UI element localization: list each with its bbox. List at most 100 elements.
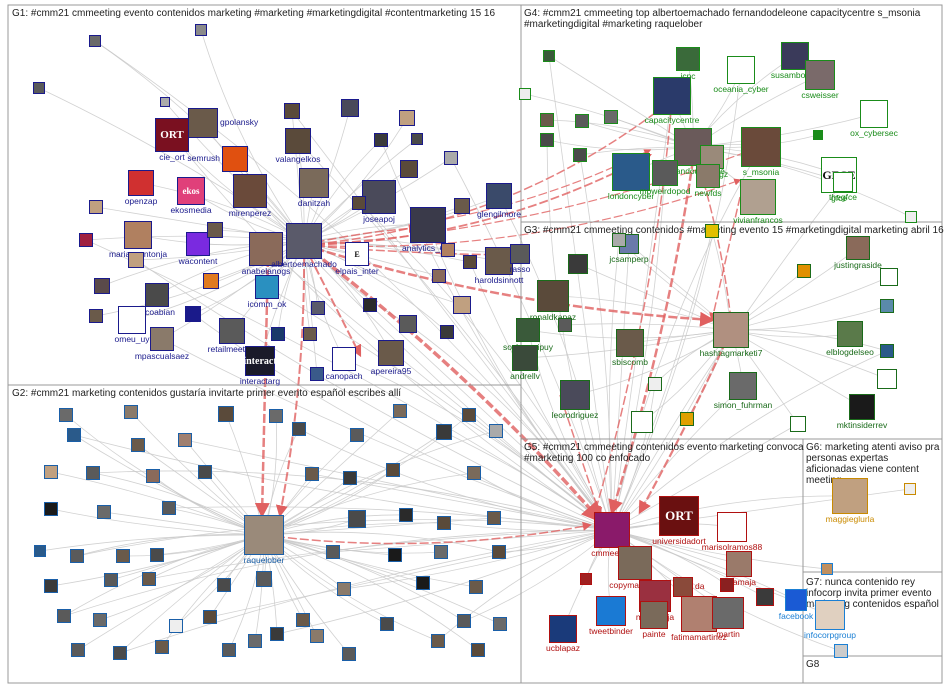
node-andrellv[interactable]: andrellv <box>510 345 540 381</box>
node-unlabeled[interactable] <box>292 422 306 436</box>
node-unlabeled[interactable] <box>207 222 223 238</box>
node-copymanager[interactable]: copymanager <box>609 546 661 590</box>
node-leorodriguez[interactable]: leorodriguez <box>552 380 598 420</box>
node-capacitycentre[interactable]: capacitycentre <box>645 77 699 125</box>
node-unlabeled[interactable] <box>399 110 415 126</box>
node-martin[interactable]: martin <box>712 597 744 639</box>
node-unlabeled[interactable] <box>94 278 110 294</box>
node-unlabeled[interactable] <box>44 502 58 516</box>
node-unlabeled[interactable] <box>284 103 300 119</box>
node-ox-cybersec[interactable]: ox_cybersec <box>850 100 898 138</box>
node-analytics-699[interactable]: analytics_699 <box>402 207 454 253</box>
node-unlabeled[interactable] <box>178 433 192 447</box>
node-mpascualsaez[interactable]: mpascualsaez <box>135 327 189 361</box>
node-unlabeled[interactable] <box>311 301 325 315</box>
node-unlabeled[interactable] <box>813 130 823 140</box>
node-unlabeled[interactable] <box>337 582 351 596</box>
node-unlabeled[interactable] <box>70 549 84 563</box>
node-unlabeled[interactable] <box>217 578 231 592</box>
node-unlabeled[interactable] <box>493 617 507 631</box>
node-unlabeled[interactable] <box>437 516 451 530</box>
node-raquelober[interactable]: raquelober <box>244 515 284 565</box>
node-unlabeled[interactable] <box>146 469 160 483</box>
node-unlabeled[interactable] <box>104 573 118 587</box>
node-unlabeled[interactable] <box>444 151 458 165</box>
node-unlabeled[interactable] <box>342 647 356 661</box>
node-unlabeled[interactable] <box>128 252 144 268</box>
node-unlabeled[interactable] <box>256 571 272 587</box>
node-unlabeled[interactable] <box>612 233 626 247</box>
node-unlabeled[interactable] <box>34 545 46 557</box>
node-unlabeled[interactable] <box>575 114 589 128</box>
node-unlabeled[interactable] <box>150 548 164 562</box>
node-da[interactable]: da <box>673 577 704 597</box>
node-ronaldkapaz[interactable]: ronaldkapaz <box>530 280 576 322</box>
node-elblogdelseo[interactable]: elblogdelseo <box>826 321 874 357</box>
node-sbiscomb[interactable]: sbiscomb <box>612 329 648 367</box>
node-unlabeled[interactable] <box>543 50 555 62</box>
node-unlabeled[interactable] <box>310 367 324 381</box>
node-unlabeled[interactable] <box>169 619 183 633</box>
node-unlabeled[interactable] <box>326 545 340 559</box>
node-unlabeled[interactable] <box>305 467 319 481</box>
node-unlabeled[interactable] <box>880 299 894 313</box>
node-unlabeled[interactable] <box>519 88 531 100</box>
node-unlabeled[interactable] <box>363 298 377 312</box>
node-unlabeled[interactable] <box>269 409 283 423</box>
node-unlabeled[interactable] <box>905 211 917 223</box>
node-simon-fuhrman[interactable]: simon_fuhrman <box>714 372 772 410</box>
node-vidamaja[interactable]: vidamaja <box>722 551 756 587</box>
node-justingraside[interactable]: justingraside <box>834 236 882 270</box>
node-mpweirdopod[interactable]: mpweirdopod <box>639 160 691 196</box>
node-marisolramos88[interactable]: marisolramos88 <box>702 512 762 552</box>
node-openzap[interactable]: openzap <box>125 170 157 206</box>
node-unlabeled[interactable] <box>580 573 592 585</box>
node-unlabeled[interactable] <box>756 588 774 606</box>
node-unlabeled[interactable] <box>880 344 894 358</box>
node-cmmeeting[interactable]: cmmeeting <box>591 512 633 558</box>
node-sovbercaipuy[interactable]: sovbercaipuy <box>503 318 553 352</box>
node-unlabeled[interactable] <box>904 483 916 495</box>
node-unlabeled[interactable] <box>348 510 366 528</box>
node-tweetbinder[interactable]: tweetbinder <box>589 596 633 636</box>
node-newfds[interactable]: newfds <box>695 164 721 198</box>
node-londoncyber[interactable]: londoncyber <box>608 153 654 201</box>
node-unlabeled[interactable] <box>343 471 357 485</box>
node-unlabeled[interactable] <box>463 255 477 269</box>
node-s-msonia[interactable]: s_msonia <box>741 127 781 177</box>
node-unlabeled[interactable] <box>393 404 407 418</box>
node-unlabeled[interactable] <box>160 97 170 107</box>
node-unlabeled[interactable] <box>155 640 169 654</box>
node-unlabeled[interactable] <box>198 465 212 479</box>
node-unlabeled[interactable] <box>558 318 572 332</box>
node-unlabeled[interactable] <box>113 646 127 660</box>
node-unlabeled[interactable] <box>89 309 103 323</box>
node-unlabeled[interactable] <box>131 438 145 452</box>
node-unlabeled[interactable] <box>821 563 833 575</box>
node-hashtagmarketi7[interactable]: hashtagmarketi7 <box>700 312 762 358</box>
node-unlabeled[interactable] <box>270 627 284 641</box>
node-unlabeled[interactable] <box>797 264 811 278</box>
node-semrush[interactable]: semrush <box>187 146 248 172</box>
node-unlabeled[interactable] <box>185 306 201 322</box>
node-omeu-uy[interactable]: omeu_uy <box>115 306 149 344</box>
node-unlabeled[interactable] <box>573 148 587 162</box>
node-unlabeled[interactable] <box>540 113 554 127</box>
node-unlabeled[interactable] <box>124 405 138 419</box>
node-mirenperez[interactable]: mirenperez <box>229 174 271 218</box>
node-unlabeled[interactable] <box>248 634 262 648</box>
node-jscoabian[interactable]: jscoabian <box>139 283 175 317</box>
node-unlabeled[interactable] <box>59 408 73 422</box>
node-unlabeled[interactable] <box>218 406 234 422</box>
node-unlabeled[interactable] <box>93 613 107 627</box>
node-unlabeled[interactable] <box>374 133 388 147</box>
node-unlabeled[interactable] <box>441 243 455 257</box>
node-unlabeled[interactable] <box>33 82 45 94</box>
node-unlabeled[interactable] <box>296 613 310 627</box>
node-mktinsiderrev[interactable]: mktinsiderrev <box>837 394 887 430</box>
node-unlabeled[interactable] <box>71 643 85 657</box>
node-unlabeled[interactable] <box>203 610 217 624</box>
